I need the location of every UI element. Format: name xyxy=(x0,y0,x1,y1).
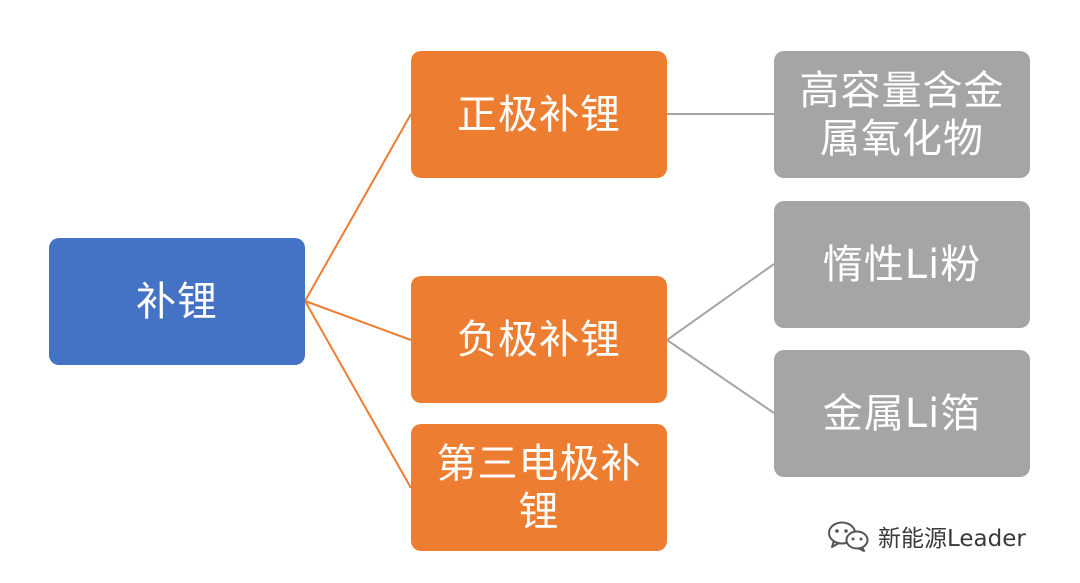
wechat-icon xyxy=(828,521,869,552)
link-branch-2-leaf-1 xyxy=(666,263,775,341)
leaf-label-li-foil: 金属Li箔 xyxy=(822,390,982,437)
branch-node-third-electrode: 第三电极补锂 xyxy=(411,424,667,551)
branch-node-cathode: 正极补锂 xyxy=(411,51,667,178)
branch-node-anode: 负极补锂 xyxy=(411,276,667,403)
leaf-label-metal-oxide: 高容量含金属氧化物 xyxy=(799,67,1005,162)
root-node: 补锂 xyxy=(49,238,305,365)
link-root-branch-2 xyxy=(304,300,412,341)
branch-label-cathode: 正极补锂 xyxy=(457,91,621,138)
link-root-branch-3 xyxy=(304,300,412,489)
leaf-label-inert-li-powder: 惰性Li粉 xyxy=(822,241,982,288)
root-label: 补锂 xyxy=(136,278,218,325)
link-root-branch-1 xyxy=(304,113,412,302)
watermark: 新能源Leader xyxy=(826,516,1026,556)
root-to-branch-lines xyxy=(304,113,412,489)
leaf-node-inert-li-powder: 惰性Li粉 xyxy=(774,201,1030,328)
leaf-node-li-foil: 金属Li箔 xyxy=(774,350,1030,477)
branch-label-third-electrode: 第三电极补锂 xyxy=(436,440,642,535)
watermark-text: 新能源Leader xyxy=(878,526,1026,552)
leaf-node-metal-oxide: 高容量含金属氧化物 xyxy=(774,51,1030,178)
link-branch-2-leaf-2 xyxy=(666,339,775,414)
branch-label-anode: 负极补锂 xyxy=(457,316,621,363)
branch-to-leaf-lines xyxy=(666,113,775,414)
